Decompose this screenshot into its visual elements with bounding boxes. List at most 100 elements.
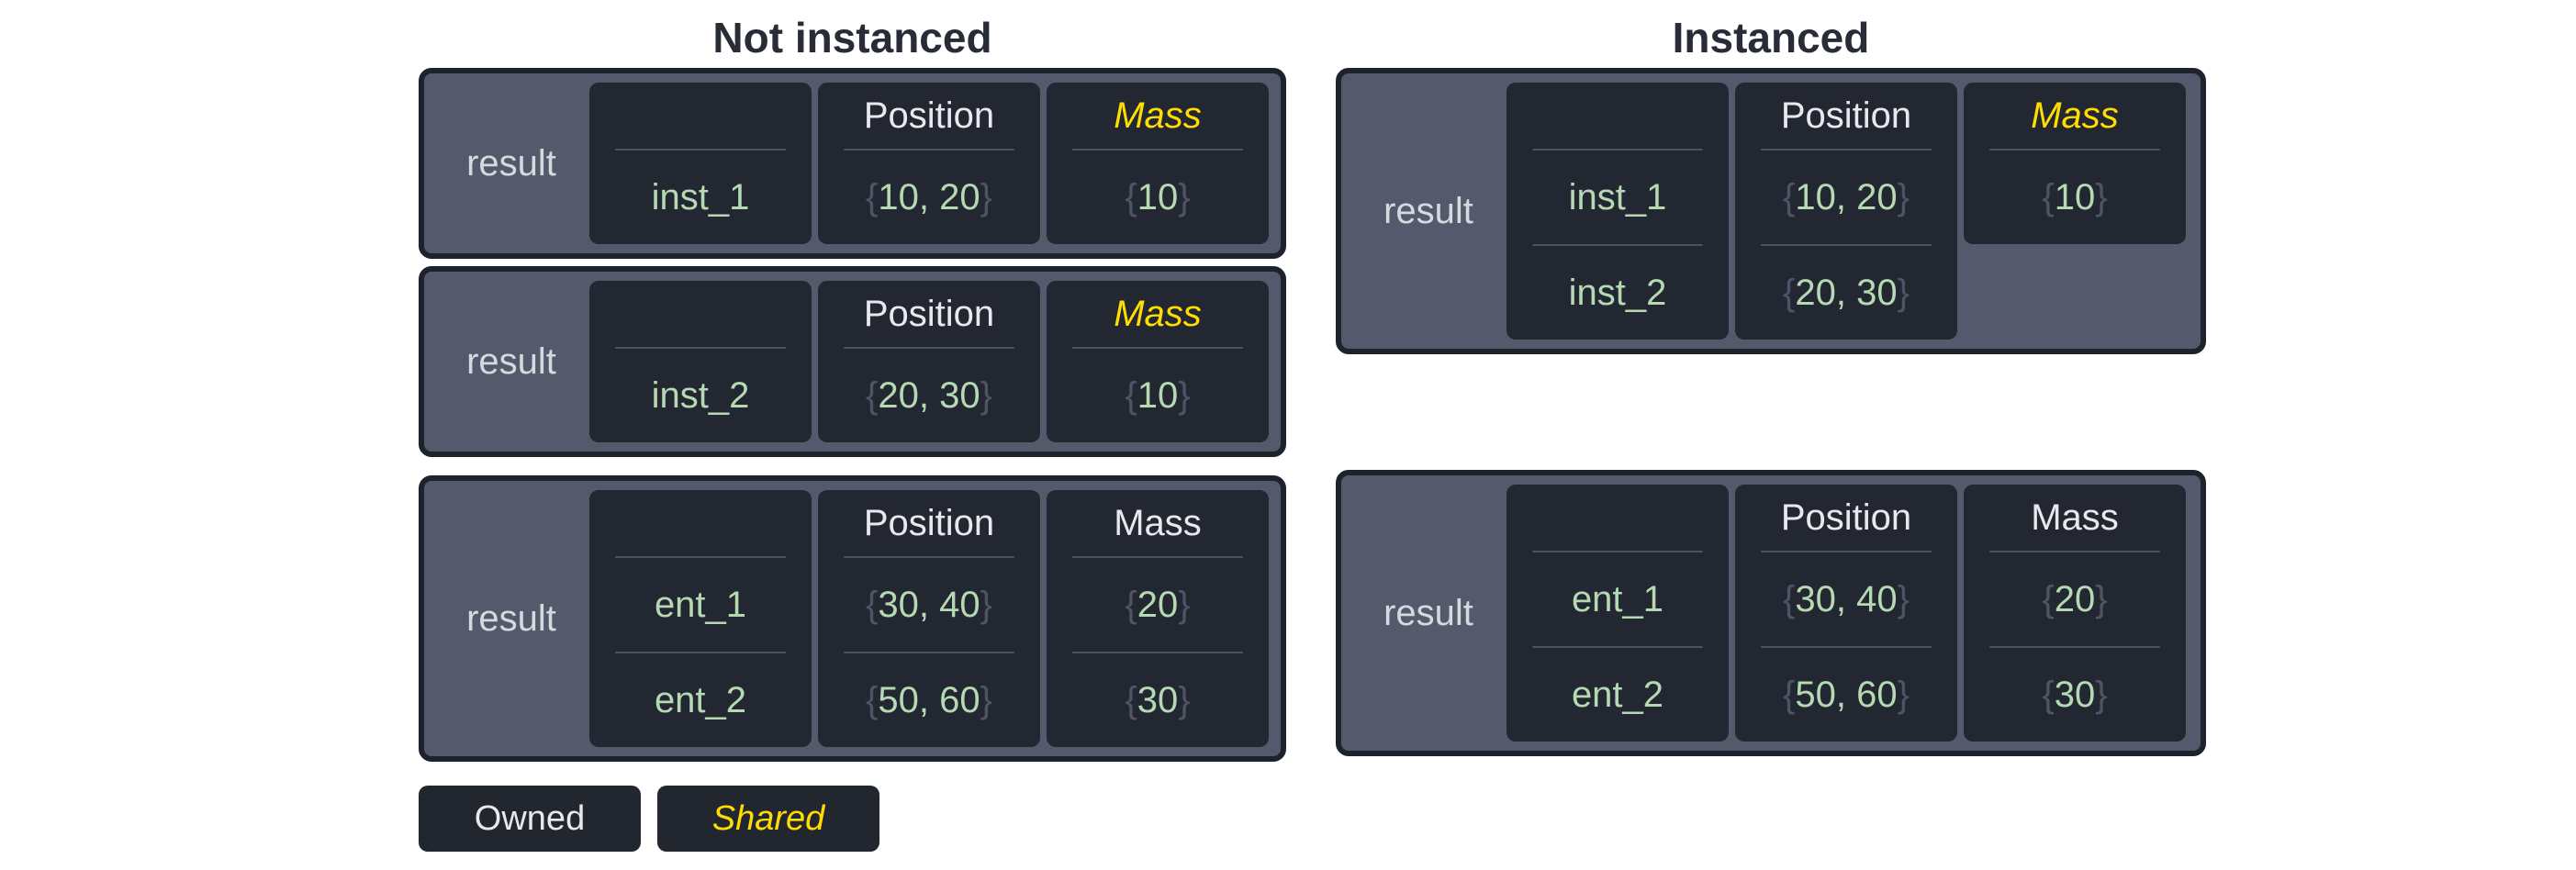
value-text: inst_1 — [651, 176, 750, 218]
value-text: ent_1 — [1571, 578, 1664, 619]
close-brace: } — [1178, 679, 1191, 720]
entity-column-header — [589, 83, 812, 149]
component-header: Position — [1780, 95, 1912, 136]
entity-id-cell: ent_1 — [1506, 552, 1729, 646]
component-value-cell: {30, 40} — [818, 558, 1040, 652]
component-column-position: Position{30, 40}{50, 60} — [1735, 485, 1957, 742]
component-value-cell: {20, 30} — [818, 349, 1040, 442]
legend-owned-label: Owned — [474, 798, 586, 838]
result-label: result — [466, 340, 556, 382]
row-separator — [1761, 551, 1932, 552]
row-separator — [615, 652, 786, 653]
row-separator — [844, 347, 1014, 349]
row-separator — [1532, 646, 1703, 648]
component-value-cell: {10} — [1047, 349, 1269, 442]
legend-shared-chip: Shared — [657, 786, 879, 852]
row-separator — [615, 347, 786, 349]
entity-column-header — [1506, 485, 1729, 551]
row-separator — [615, 149, 786, 151]
open-brace: { — [1125, 374, 1137, 416]
component-value-cell: {30, 40} — [1735, 552, 1957, 646]
entity-id-column: ent_1 ent_2 — [589, 490, 812, 747]
component-value-cell: {10} — [1964, 151, 2186, 244]
row-separator — [1532, 244, 1703, 246]
value-text: 30, 40 — [1795, 578, 1898, 619]
row-separator — [1072, 556, 1243, 558]
value-text: 30 — [2054, 674, 2096, 715]
row-separator — [1532, 149, 1703, 151]
result-label: result — [466, 597, 556, 639]
row-separator — [1989, 149, 2160, 151]
open-brace: { — [1125, 679, 1137, 720]
entity-id-cell: inst_1 — [589, 151, 812, 244]
close-brace: } — [2095, 674, 2108, 715]
component-header: Mass — [2031, 95, 2119, 136]
column-cards: inst_1 Position {10, 20} Mass {10} — [589, 83, 1269, 244]
entity-column-header — [589, 281, 812, 347]
component-value-cell: {20} — [1964, 552, 2186, 646]
entity-id-cell: inst_2 — [589, 349, 812, 442]
value-text: 10 — [2054, 176, 2096, 218]
component-column-mass: Mass {10} — [1047, 83, 1269, 244]
open-brace: { — [1783, 176, 1796, 218]
value-text: 10, 20 — [1795, 176, 1898, 218]
close-brace: } — [1897, 272, 1910, 313]
row-separator — [1761, 244, 1932, 246]
close-brace: } — [1178, 374, 1191, 416]
value-text: 10 — [1137, 374, 1179, 416]
component-header: Mass — [1114, 502, 1202, 543]
component-column-mass: Mass {10} — [1964, 83, 2186, 244]
component-column-mass: Mass{20}{30} — [1964, 485, 2186, 742]
open-brace: { — [866, 679, 879, 720]
row-separator — [1989, 646, 2160, 648]
entity-id-column: inst_1 — [589, 83, 812, 244]
value-text: 30 — [1137, 679, 1179, 720]
close-brace: } — [980, 584, 992, 625]
component-header: Position — [863, 502, 995, 543]
component-column-mass: Mass{20}{30} — [1047, 490, 1269, 747]
open-brace: { — [866, 176, 879, 218]
component-column-position: Position {10, 20} — [818, 83, 1040, 244]
row-separator — [1761, 149, 1932, 151]
result-label: result — [1383, 592, 1473, 633]
value-text: ent_1 — [654, 584, 747, 625]
component-header: Position — [863, 293, 995, 334]
query-result-table: result inst_1 Position {10, 20} Mass {10} — [419, 68, 1286, 259]
value-text: 50, 60 — [1795, 674, 1898, 715]
component-column-position: Position {20, 30} — [818, 281, 1040, 442]
legend: Owned Shared — [419, 786, 1286, 852]
entity-id-cell: inst_2 — [1506, 246, 1729, 340]
open-brace: { — [2042, 176, 2055, 218]
component-value-cell: {30} — [1964, 648, 2186, 742]
row-separator — [844, 149, 1014, 151]
panel-title-instanced: Instanced — [1672, 14, 1870, 61]
entity-id-cell: ent_2 — [589, 653, 812, 747]
close-brace: } — [980, 374, 992, 416]
component-header: Mass — [1114, 95, 1202, 136]
component-value-cell: {10} — [1047, 151, 1269, 244]
value-text: ent_2 — [654, 679, 747, 720]
open-brace: { — [1125, 584, 1137, 625]
entity-column-header — [589, 490, 812, 556]
result-label: result — [466, 142, 556, 184]
row-separator — [615, 556, 786, 558]
row-separator — [1761, 646, 1932, 648]
close-brace: } — [1178, 176, 1191, 218]
row-separator — [1532, 551, 1703, 552]
value-text: 30, 40 — [878, 584, 980, 625]
close-brace: } — [1897, 674, 1910, 715]
value-text: 20, 30 — [878, 374, 980, 416]
value-text: inst_2 — [651, 374, 750, 416]
component-value-cell: {20} — [1047, 558, 1269, 652]
component-header: Position — [863, 95, 995, 136]
component-value-cell: {10, 20} — [818, 151, 1040, 244]
